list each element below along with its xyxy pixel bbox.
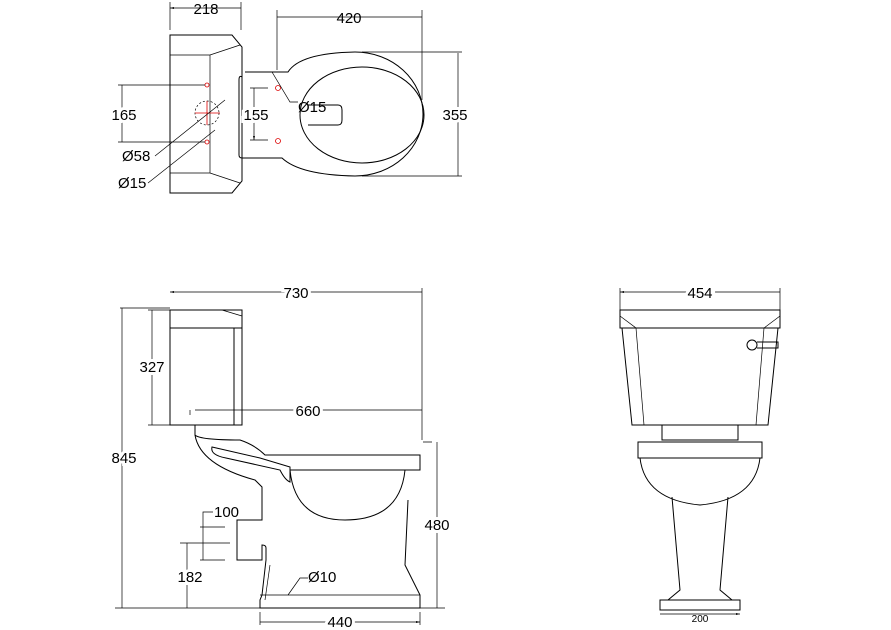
dim-outlet-diameter: 100 — [214, 504, 239, 521]
side-view: 730 327 660 845 480 100 182 Ø10 440 — [108, 282, 452, 630]
dim-pan-hole-spacing: 155 — [243, 107, 268, 124]
front-view: 454 200 — [619, 282, 781, 625]
cistern-side — [169, 309, 243, 426]
cistern-top — [169, 34, 243, 194]
pan-front — [637, 425, 763, 611]
dim-wall-to-front: 660 — [295, 403, 320, 420]
flush-lever-icon — [746, 339, 779, 351]
dim-overall-width: 454 — [687, 285, 712, 302]
pan-top — [238, 51, 425, 177]
dim-seat-height: 480 — [424, 517, 449, 534]
dim-fixing-hole-diameter: Ø10 — [308, 569, 336, 586]
dim-base-width: 200 — [692, 614, 709, 625]
dim-cistern-hole-diameter: Ø15 — [118, 175, 146, 192]
cistern-front — [619, 309, 781, 426]
dim-bowl-width: 355 — [442, 107, 467, 124]
dim-inlet-diameter: Ø58 — [122, 148, 150, 165]
top-view: 218 420 355 165 155 Ø15 Ø58 Ø15 — [108, 1, 471, 194]
dim-cistern-height: 327 — [139, 359, 164, 376]
dim-overall-height: 845 — [111, 450, 136, 467]
dim-outlet-height: 182 — [177, 569, 202, 586]
dim-pan-hole-diameter: Ø15 — [298, 99, 326, 116]
dim-bowl-length: 420 — [336, 10, 361, 27]
dim-overall-length: 730 — [283, 285, 308, 302]
dim-cistern-hole-spacing: 165 — [111, 107, 136, 124]
dim-base-length: 440 — [327, 614, 352, 630]
dim-cistern-depth: 218 — [193, 1, 218, 18]
